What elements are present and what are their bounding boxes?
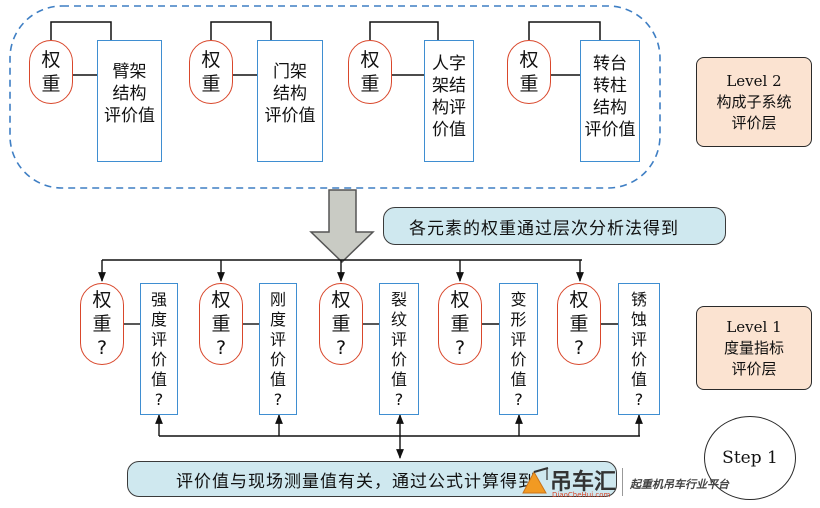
level1-weight-3: 权 重 ?: [319, 283, 363, 365]
level2-weight-4: 权 重: [507, 40, 551, 104]
level2-weight-3: 权 重: [348, 40, 392, 104]
level1-label: Level 1 度量指标 评价层: [696, 306, 812, 390]
step-label: Step 1: [722, 448, 778, 468]
watermark-logo: 吊车汇: [550, 470, 617, 495]
level2-value-3: 人字 架结 构评 价值: [424, 40, 474, 162]
watermark-slogan: 起重机吊车行业平台: [630, 478, 729, 491]
level1-value-3: 裂 纹 评 价 值 ?: [379, 283, 419, 415]
watermark-divider: [622, 468, 623, 496]
watermark: 吊车汇 DiaoCheHui.com 起重机吊车行业平台: [520, 462, 810, 502]
bottom-collector: [155, 414, 643, 459]
level2-container: [9, 5, 661, 189]
level2-value-4: 转台 转柱 结构 评价值: [580, 40, 640, 162]
bottom-banner-text: 评价值与现场测量值有关，通过公式计算得到: [176, 471, 536, 492]
level2-value-1: 臂架 结构 评价值: [97, 40, 162, 162]
level1-weight-5: 权 重 ?: [557, 283, 601, 365]
level1-value-2: 刚 度 评 价 值 ?: [259, 283, 297, 415]
crane-logo-icon: [522, 467, 549, 494]
down-arrow: [309, 189, 375, 264]
level2-weight-1: 权 重: [29, 40, 73, 104]
watermark-url: DiaoCheHui.com: [552, 491, 611, 499]
level1-value-5: 锈 蚀 评 价 值 ?: [618, 283, 660, 415]
middle-banner-text: 各元素的权重通过层次分析法得到: [409, 218, 679, 239]
level2-weight-2: 权 重: [189, 40, 233, 104]
level1-weight-2: 权 重 ?: [199, 283, 243, 365]
middle-banner: 各元素的权重通过层次分析法得到: [383, 207, 726, 245]
step-circle: Step 1: [704, 416, 796, 500]
level1-distribution: [98, 259, 584, 282]
level1-weight-4: 权 重 ?: [438, 283, 482, 365]
level2-label: Level 2 构成子系统 评价层: [696, 57, 812, 147]
level2-brackets: [50, 21, 601, 76]
level2-value-2: 门架 结构 评价值: [257, 40, 323, 162]
level1-value-4: 变 形 评 价 值 ?: [499, 283, 538, 415]
level1-value-1: 强 度 评 价 值 ?: [140, 283, 178, 415]
level1-weight-1: 权 重 ?: [80, 283, 124, 365]
